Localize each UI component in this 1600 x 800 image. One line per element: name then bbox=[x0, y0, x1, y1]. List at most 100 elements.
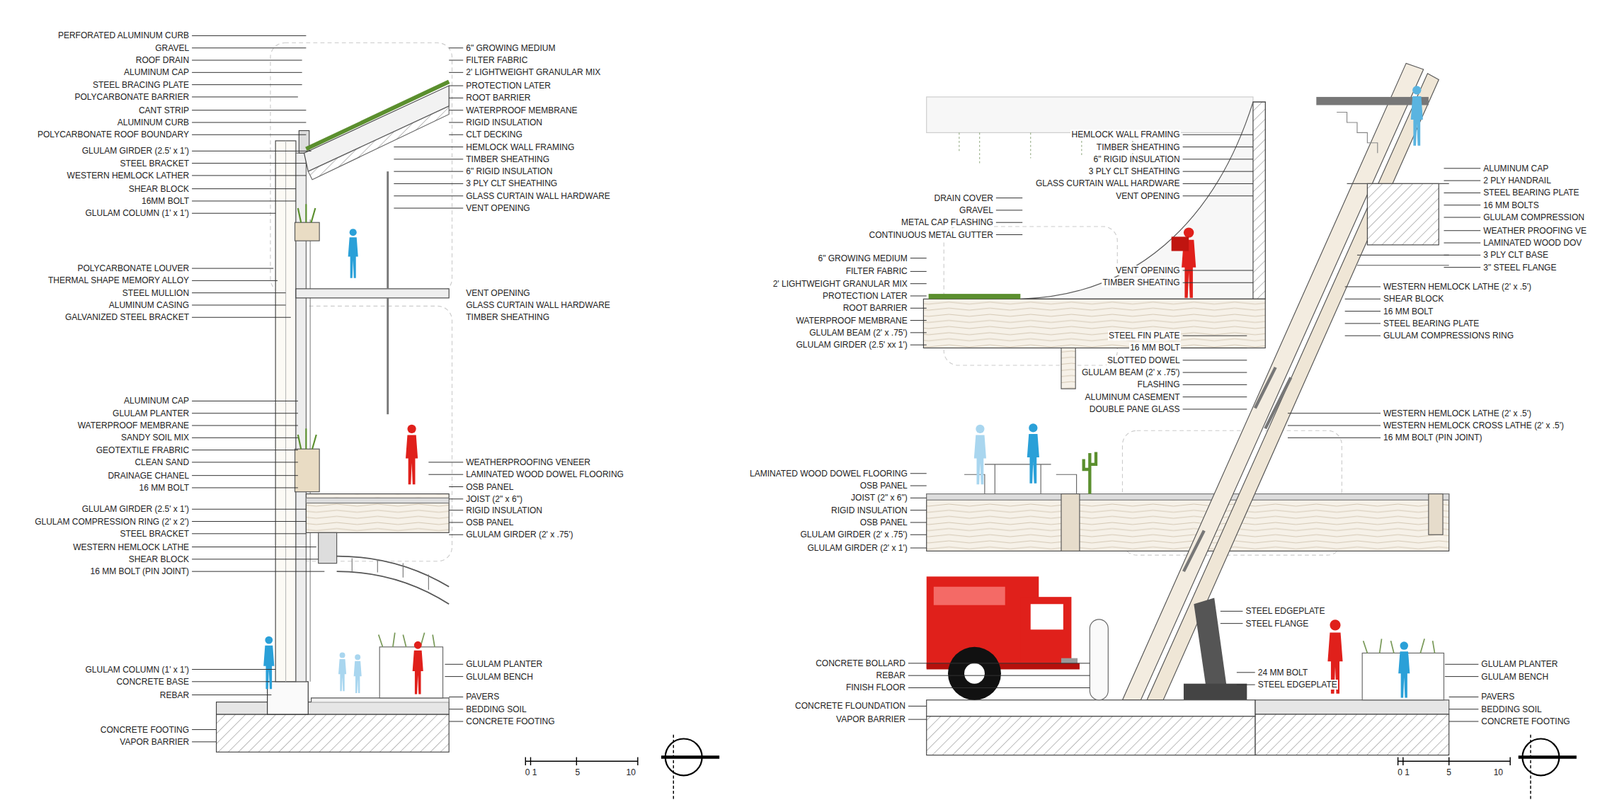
leader-line bbox=[191, 174, 306, 176]
leader-line bbox=[448, 72, 464, 73]
callout-label: GALVANIZED STEEL BRACKET bbox=[64, 312, 190, 323]
leader-line bbox=[1183, 335, 1248, 337]
callout-label: STEEL FLANGE bbox=[1244, 618, 1310, 629]
callout-label: 6" GROWING MEDIUM bbox=[465, 43, 556, 54]
leader-line bbox=[1444, 676, 1479, 677]
callout-label: STEEL MULLION bbox=[121, 288, 190, 299]
callout-label: CONTINUOUS METAL GUTTER bbox=[868, 230, 994, 240]
leader-line bbox=[191, 533, 306, 534]
leader-line bbox=[448, 486, 464, 488]
callout-label: WATERPROOF MEMBRANE bbox=[465, 105, 578, 116]
callout-label: STEEL FIN PLATE bbox=[1107, 330, 1181, 341]
leader-line bbox=[191, 487, 299, 488]
callout-label: FLASHING bbox=[1136, 379, 1181, 390]
callout-label: 16 MM BOLT bbox=[1382, 306, 1434, 317]
callout-label: STEEL BRACKET bbox=[118, 158, 190, 169]
leader-line bbox=[191, 694, 272, 696]
callout-label: 6" RIGID INSULATION bbox=[465, 166, 553, 177]
callout-label: 2' LIGHTWEIGHT GRANULAR MIX bbox=[465, 67, 602, 78]
callout-label: WEATHERPROOFING VENEER bbox=[465, 457, 592, 468]
leader-line bbox=[428, 474, 464, 476]
leader-line bbox=[1449, 721, 1479, 723]
callout-label: VENT OPENING bbox=[465, 203, 531, 214]
leader-line bbox=[910, 497, 927, 499]
callout-label: BEDDING SOIL bbox=[1480, 704, 1542, 715]
leader-line bbox=[448, 521, 464, 523]
callout-label: GLULAM COMPRESSIONS RING bbox=[1382, 330, 1515, 341]
leader-line bbox=[191, 317, 291, 318]
callout-label: METAL CAP FLASHING bbox=[900, 217, 994, 228]
leader-line bbox=[910, 534, 927, 536]
leader-line bbox=[444, 676, 464, 677]
leader-line bbox=[191, 509, 306, 510]
leader-line bbox=[191, 134, 306, 136]
leader-line bbox=[191, 669, 276, 670]
callout-label: JOIST (2" x 6") bbox=[850, 492, 909, 503]
callout-label: CLT DECKING bbox=[465, 129, 524, 140]
leader-line bbox=[1443, 242, 1481, 244]
callout-label: OSB PANEL bbox=[859, 517, 909, 528]
callout-label: SLOTTED DOWEL bbox=[1106, 355, 1181, 366]
callout-label: WESTERN HEMLOCK LATHE (2' x .5') bbox=[1382, 408, 1533, 419]
leader-line bbox=[393, 146, 464, 148]
callout-label: TIMBER SHEATHING bbox=[1095, 142, 1181, 153]
callout-label: 2 PLY HANDRAIL bbox=[1482, 175, 1552, 186]
leader-line bbox=[191, 741, 216, 742]
leader-line bbox=[191, 188, 296, 190]
callout-label: 6" RIGID INSULATION bbox=[1093, 154, 1181, 165]
callout-label: 3 PLY CLT SHEATHING bbox=[1088, 166, 1181, 177]
callout-label: 16 MM BOLT bbox=[1129, 342, 1181, 353]
callout-label: 24 MM BOLT bbox=[1257, 667, 1309, 678]
leader-line bbox=[191, 412, 299, 414]
leader-line bbox=[448, 721, 464, 723]
leader-line bbox=[191, 162, 306, 164]
leader-line bbox=[448, 696, 464, 698]
callout-label: CANT STRIP bbox=[138, 105, 190, 116]
callout-label: SHEAR BLOCK bbox=[1382, 293, 1445, 304]
callout-label: CONCRETE FLOUNDATION bbox=[794, 700, 907, 711]
callout-label: GLULAM COLUMN (1' x 1') bbox=[84, 208, 190, 219]
callout-label: WESTERN HEMLOCK LATHER bbox=[66, 170, 190, 181]
leader-line bbox=[1183, 158, 1254, 160]
leader-line bbox=[1220, 623, 1244, 624]
callout-label: GLASS CURTAIN WALL HARDWARE bbox=[465, 191, 611, 202]
leader-line bbox=[191, 35, 306, 37]
callout-label: GLULAM GIRDER (2.5' x 1') bbox=[81, 504, 190, 514]
leader-line bbox=[1236, 684, 1256, 686]
leader-line bbox=[910, 295, 927, 296]
leader-line bbox=[1236, 671, 1256, 673]
leader-line bbox=[1443, 180, 1481, 182]
leader-line bbox=[191, 461, 299, 463]
callout-label: HEMLOCK WALL FRAMING bbox=[465, 142, 575, 153]
leader-line bbox=[393, 158, 464, 160]
callout-label: REBAR bbox=[159, 690, 190, 701]
callout-label: 3 PLY CLT SHEATHING bbox=[465, 178, 558, 189]
callout-label: JOIST (2" x 6") bbox=[465, 494, 524, 505]
callout-label: GLULAM PLANTER bbox=[465, 659, 544, 670]
callout-label: STEEL EDGEPLATE bbox=[1244, 606, 1326, 616]
callout-label: STEEL BEARING PLATE bbox=[1482, 187, 1580, 198]
callout-label: GLULAM BENCH bbox=[465, 671, 534, 682]
leader-line bbox=[1443, 192, 1481, 194]
leader-line bbox=[428, 461, 464, 463]
leader-line bbox=[448, 47, 464, 49]
callout-label: 16 MM BOLT bbox=[138, 482, 190, 493]
leader-line bbox=[1443, 167, 1481, 169]
leader-line bbox=[1183, 384, 1248, 386]
leader-line bbox=[1449, 708, 1479, 710]
leader-line bbox=[908, 687, 1090, 689]
leader-line bbox=[191, 121, 306, 123]
leader-line bbox=[910, 509, 927, 511]
callout-label: ROOT BARRIER bbox=[842, 303, 909, 313]
leader-line bbox=[444, 664, 464, 665]
callout-label: STEEL BEARING PLATE bbox=[1382, 318, 1480, 329]
leader-line bbox=[191, 150, 312, 152]
leader-line bbox=[448, 134, 464, 136]
callout-label: 16 MM BOLT (PIN JOINT) bbox=[1382, 432, 1484, 443]
leader-line bbox=[1443, 217, 1481, 219]
callout-label: ALUMINUM CAP bbox=[1482, 163, 1550, 174]
leader-line bbox=[1183, 282, 1254, 284]
callout-label: SHEAR BLOCK bbox=[128, 554, 190, 565]
callout-label: FINISH FLOOR bbox=[845, 682, 907, 693]
